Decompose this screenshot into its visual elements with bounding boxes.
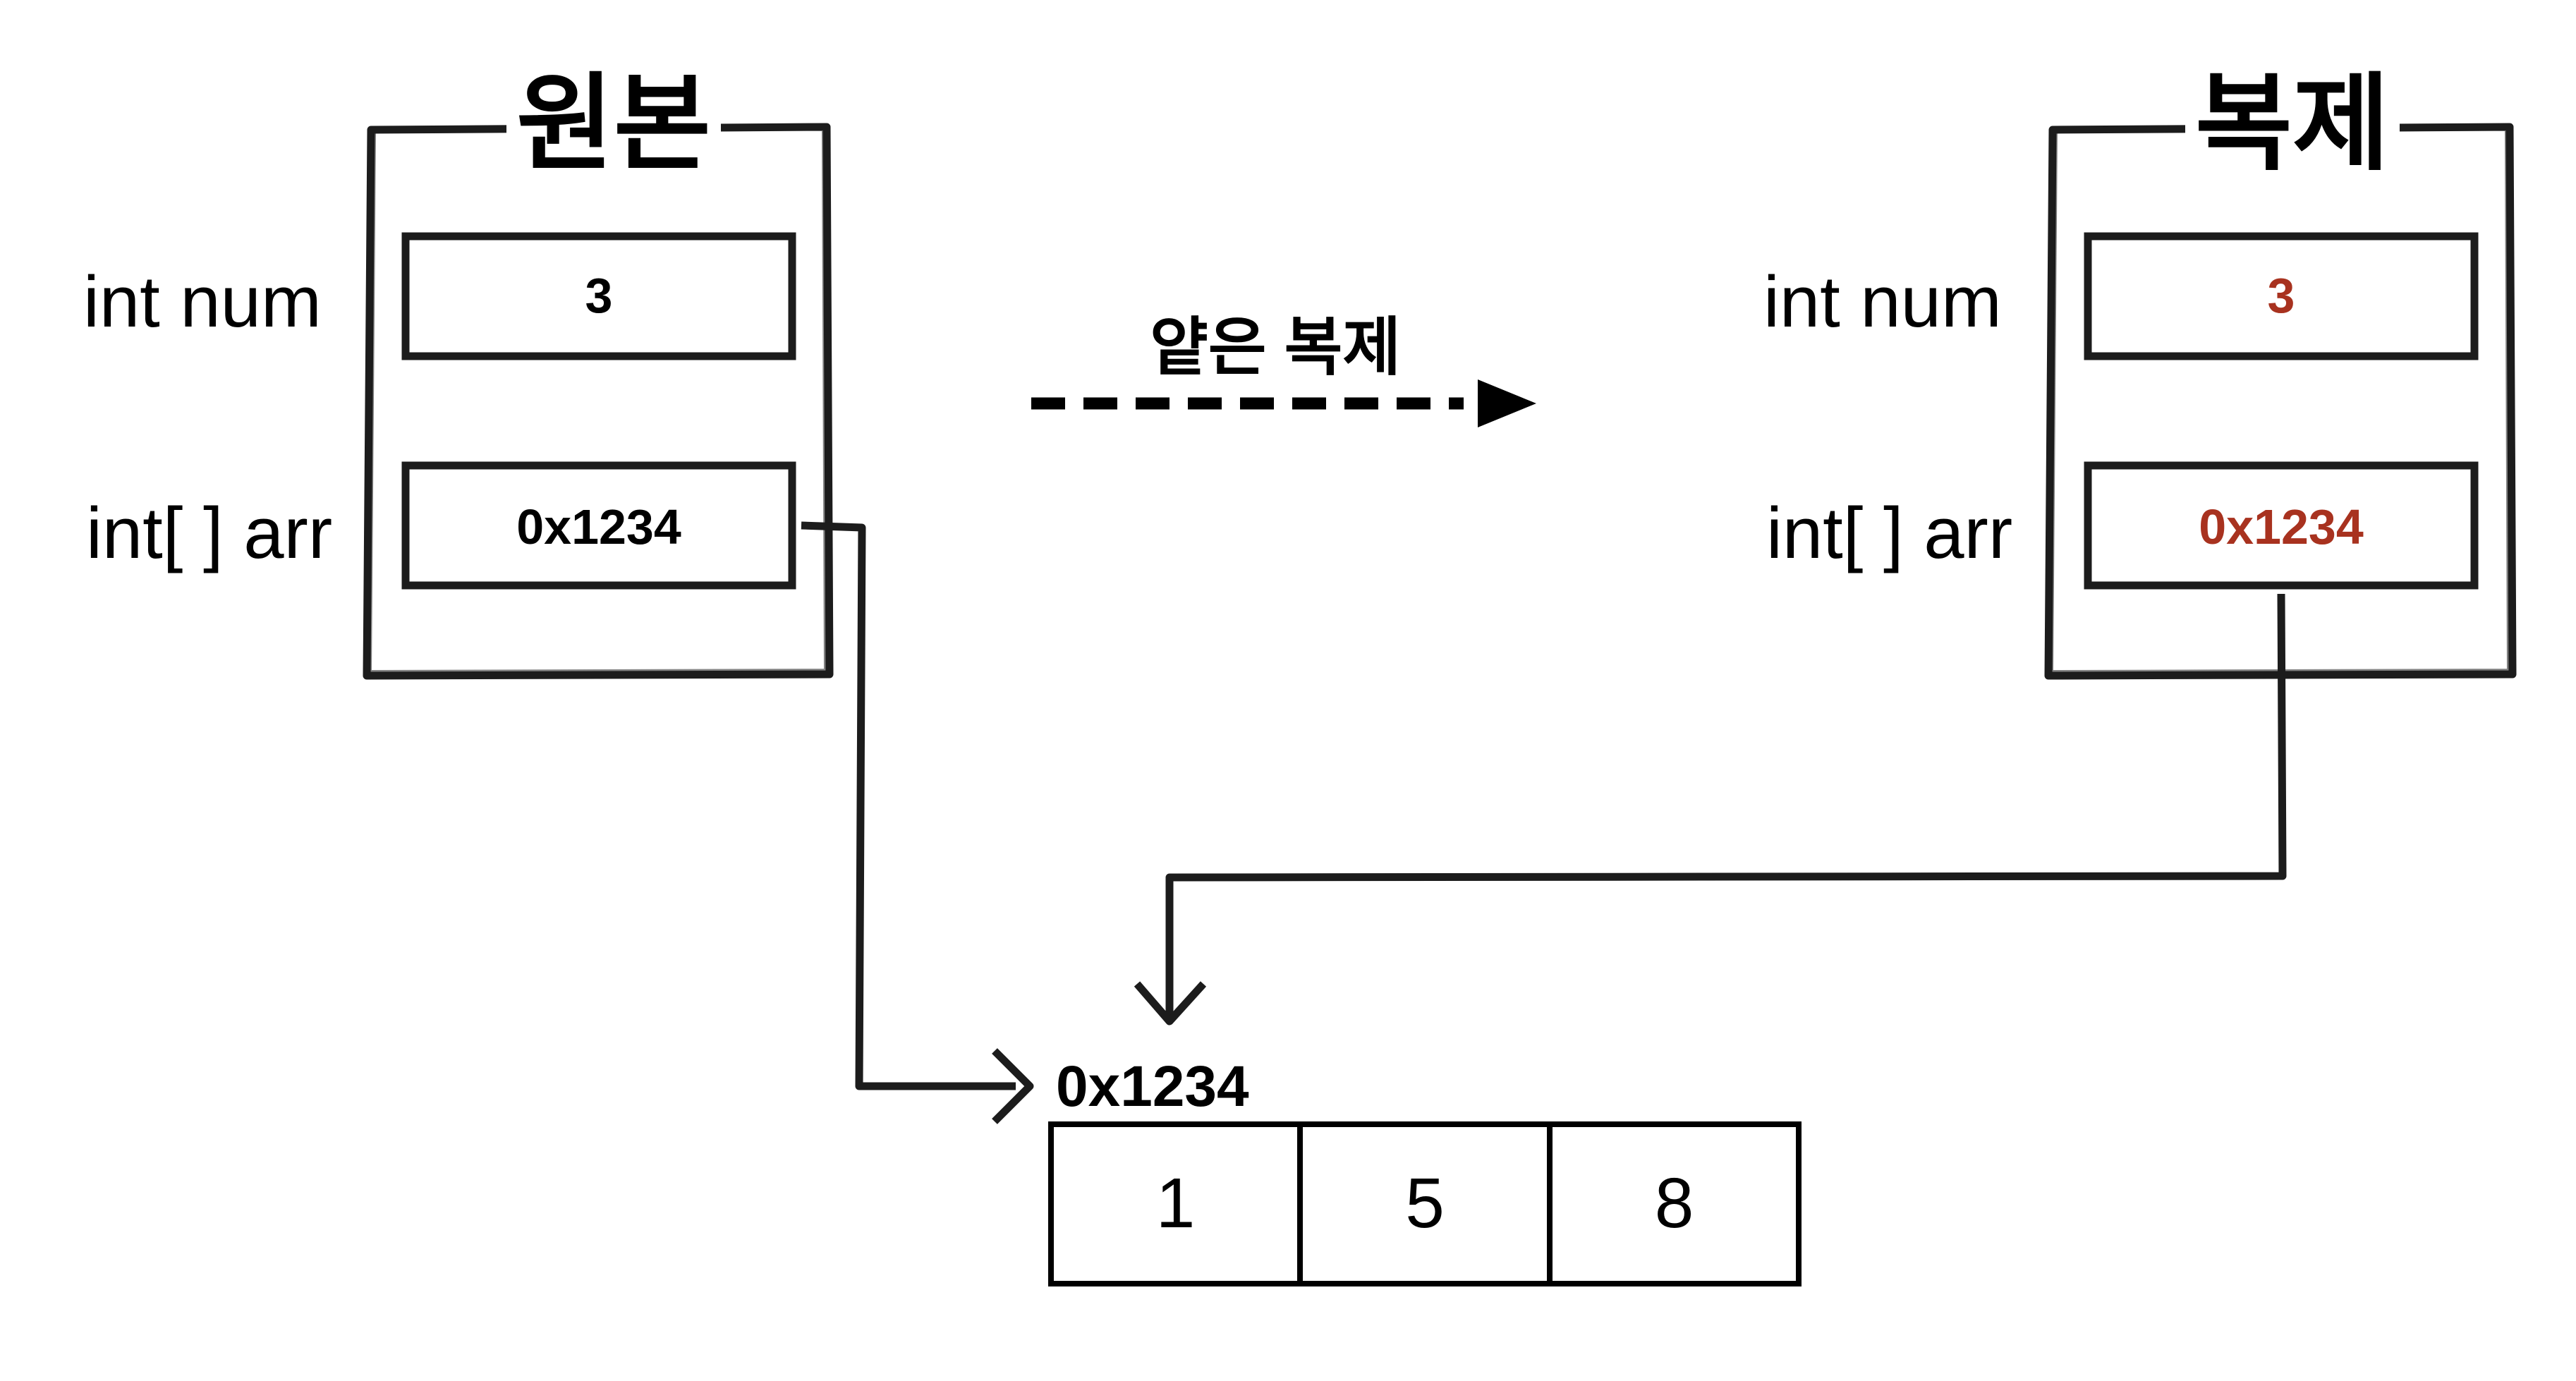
original-arr-field <box>401 461 796 590</box>
copy-arr-label: int[ ] arr <box>1766 492 2013 573</box>
original-title: 원본 <box>506 71 722 176</box>
copy-num-label: int num <box>1763 261 2002 342</box>
original-object-box <box>363 123 834 680</box>
heap-array-address: 0x1234 <box>1056 1054 1249 1119</box>
copy-arr-field <box>2084 461 2479 590</box>
original-reference-arrowhead <box>992 1048 1034 1124</box>
copy-arr-value: 0x1234 <box>2199 499 2364 554</box>
original-num-field <box>401 232 796 360</box>
shallow-copy-label: 얕은 복제 <box>1150 312 1402 383</box>
copy-object-box <box>2044 123 2517 680</box>
heap-array-box <box>1048 1121 1802 1286</box>
copy-title: 복제 <box>2185 71 2400 176</box>
original-arr-value: 0x1234 <box>516 499 681 554</box>
copy-reference-arrow <box>1165 593 2287 1016</box>
heap-array-cell: 5 <box>1405 1164 1445 1243</box>
copy-reference-arrowhead <box>1134 981 1207 1026</box>
copy-num-field <box>2084 232 2479 360</box>
shallow-copy-arrow-head <box>1478 379 1536 427</box>
copy-num-value: 3 <box>2267 268 2295 323</box>
original-arr-label: int[ ] arr <box>86 492 333 573</box>
original-num-value: 3 <box>585 268 613 323</box>
original-num-label: int num <box>83 261 322 342</box>
original-reference-arrow <box>801 521 1016 1090</box>
heap-array-cell: 8 <box>1654 1164 1694 1243</box>
heap-array-cell: 1 <box>1155 1164 1196 1243</box>
